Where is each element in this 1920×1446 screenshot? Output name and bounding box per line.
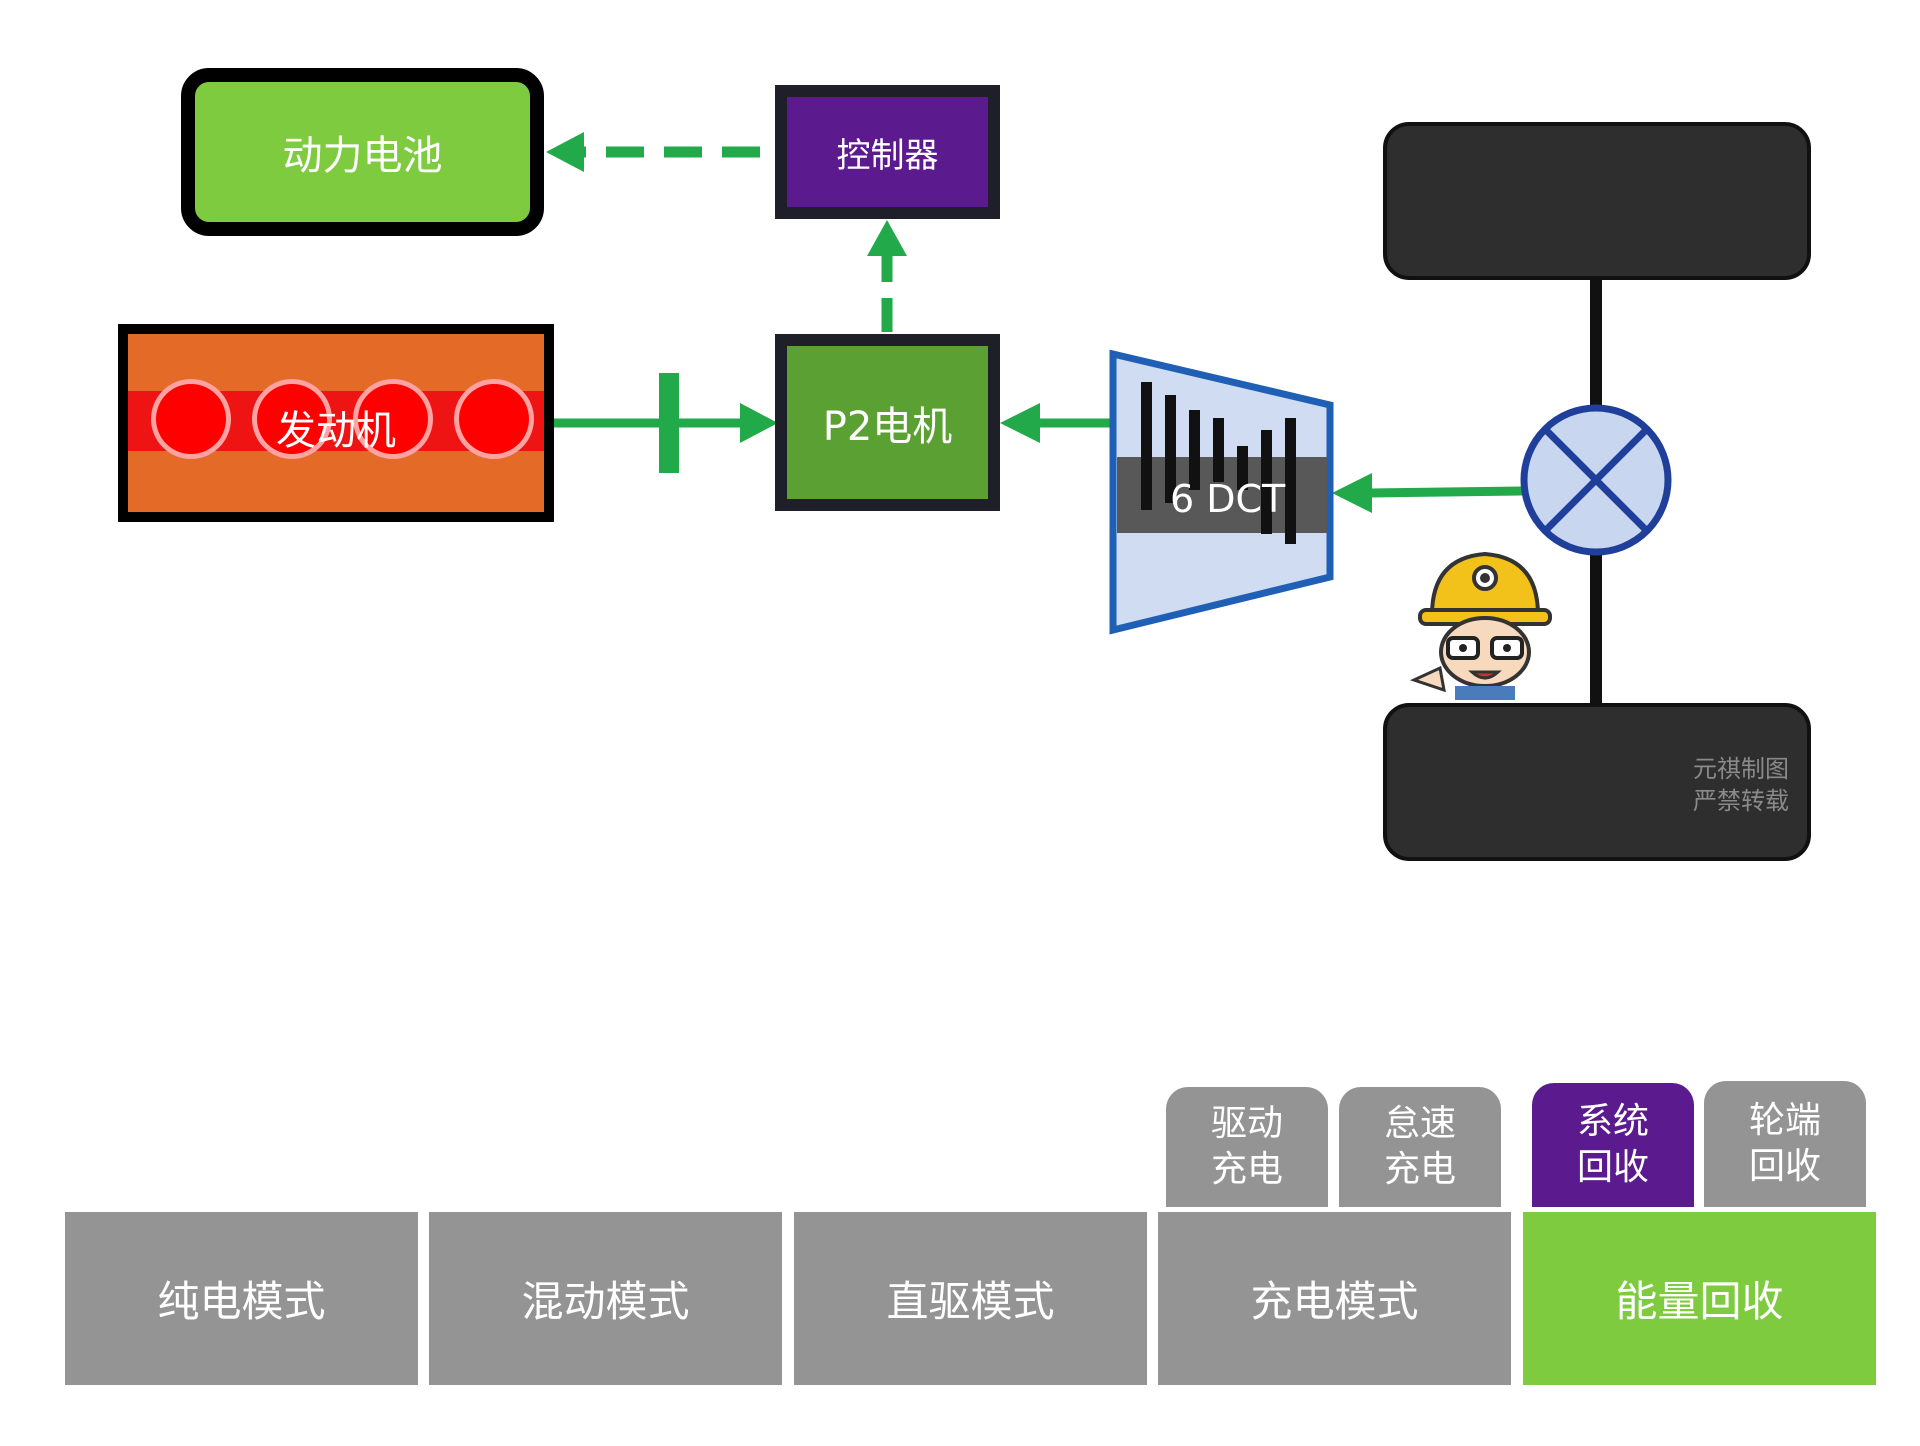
tab-label: 直驱模式 (886, 1277, 1055, 1326)
watermark: 元祺制图 严禁转载 (1693, 753, 1789, 817)
differential-to-transmission-arrow (1369, 486, 1523, 498)
tab-energy-recovery[interactable]: 能量回收 (1523, 1212, 1876, 1385)
subtab-label: 怠速 (1383, 1103, 1456, 1144)
subtab-system-recovery[interactable]: 系统 回收 (1532, 1083, 1694, 1207)
tab-hybrid[interactable]: 混动模式 (429, 1212, 782, 1385)
engine-cylinder-icon (454, 379, 534, 459)
tab-label: 能量回收 (1615, 1277, 1784, 1326)
engine-block: 发动机 (118, 324, 554, 522)
transmission-label: 6 DCT (1170, 477, 1286, 521)
gear-bars (1141, 382, 1296, 544)
controller-label: 控制器 (836, 135, 939, 176)
controller-block: 控制器 (775, 85, 1000, 219)
front-wheel (1383, 122, 1811, 280)
tab-direct-drive[interactable]: 直驱模式 (794, 1212, 1147, 1385)
engine-cylinder-icon (353, 379, 433, 459)
engine-cylinder-icon (151, 379, 231, 459)
subtab-drive-charging[interactable]: 驱动 充电 (1166, 1087, 1328, 1207)
subtab-wheel-recovery[interactable]: 轮端 回收 (1704, 1081, 1866, 1207)
controller-arrowhead (867, 220, 907, 256)
tab-label: 纯电模式 (157, 1277, 326, 1326)
tab-pure-electric[interactable]: 纯电模式 (65, 1212, 418, 1385)
engine-label: 发动机 (276, 408, 396, 454)
motor-arrowhead (740, 403, 778, 443)
battery-arrowhead (546, 132, 584, 172)
subtab-idle-charging[interactable]: 怠速 充电 (1339, 1087, 1501, 1207)
engine-cylinder-icon (252, 379, 332, 459)
tab-label: 混动模式 (521, 1277, 690, 1326)
subtab-label: 轮端 (1748, 1100, 1821, 1141)
power-battery-block: 动力电池 (181, 68, 544, 236)
watermark-line: 元祺制图 (1693, 755, 1789, 783)
subtab-label: 回收 (1748, 1146, 1821, 1187)
differential-cross-icon (1520, 404, 1672, 556)
subtab-label: 回收 (1576, 1147, 1649, 1188)
engineer-mascot-icon (1410, 551, 1552, 700)
rear-wheel: 元祺制图 严禁转载 (1383, 703, 1811, 861)
watermark-line: 严禁转载 (1693, 787, 1789, 815)
transmission-arrowhead (1332, 473, 1372, 513)
subtab-label: 充电 (1210, 1149, 1283, 1190)
clutch-icon (659, 373, 679, 473)
motor-label: P2电机 (822, 403, 953, 450)
subtab-label: 系统 (1576, 1101, 1649, 1142)
motor-arrowhead-right (1000, 403, 1040, 443)
tab-charging[interactable]: 充电模式 (1158, 1212, 1511, 1385)
subtab-label: 充电 (1383, 1149, 1456, 1190)
subtab-label: 驱动 (1210, 1103, 1283, 1144)
battery-label: 动力电池 (282, 133, 443, 179)
p2-motor-block: P2电机 (775, 334, 1000, 511)
tab-label: 充电模式 (1250, 1277, 1419, 1326)
